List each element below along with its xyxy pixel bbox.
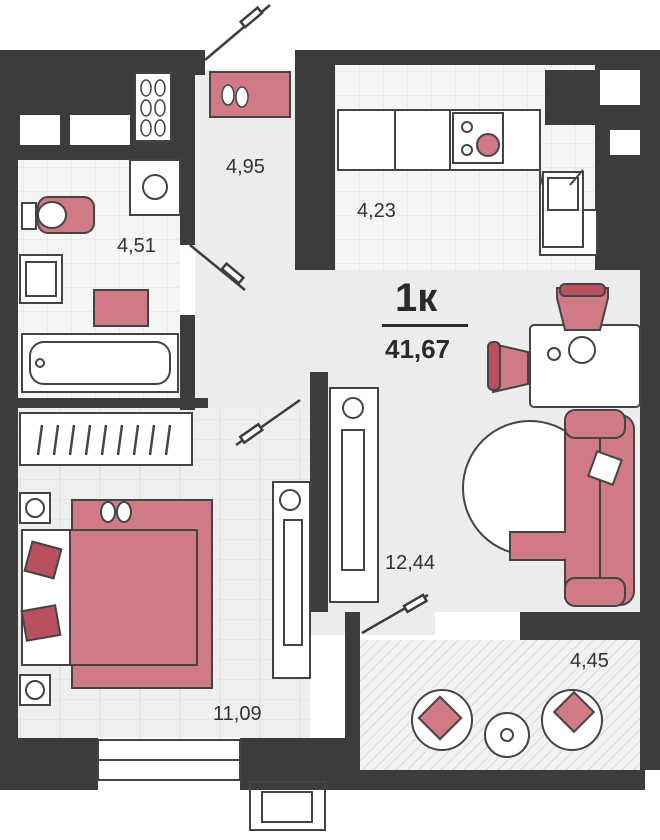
bedroom-area-label: 11,09 [213,703,262,725]
hall-furniture [134,71,291,142]
walls [0,50,660,790]
balcony-furniture [411,689,603,758]
wardrobe [19,412,193,466]
openings [97,612,520,831]
kitchen-furniture [337,109,598,256]
bedroom-furniture [19,412,311,706]
doors [189,4,429,635]
title-divider [382,324,468,327]
toilet-tank [21,202,37,230]
bathroom-furniture [19,159,181,393]
dining-chair-top [556,287,609,331]
total-area-label: 41,67 [385,334,451,364]
unit-type-label: 1к [395,276,438,320]
balcony-area-label: 4,45 [570,650,609,672]
living-furniture [329,283,641,607]
hall-area-label: 4,95 [226,156,265,178]
plant-living [342,397,364,419]
living-area-label: 12,44 [385,552,436,574]
plant-bedroom [279,489,301,511]
kitchen-area-label: 4,23 [357,200,396,222]
bath-mat [93,289,149,327]
bathroom-area-label: 4,51 [117,235,156,257]
balcony-door-frame [249,781,326,831]
bathroom-door [189,244,246,291]
